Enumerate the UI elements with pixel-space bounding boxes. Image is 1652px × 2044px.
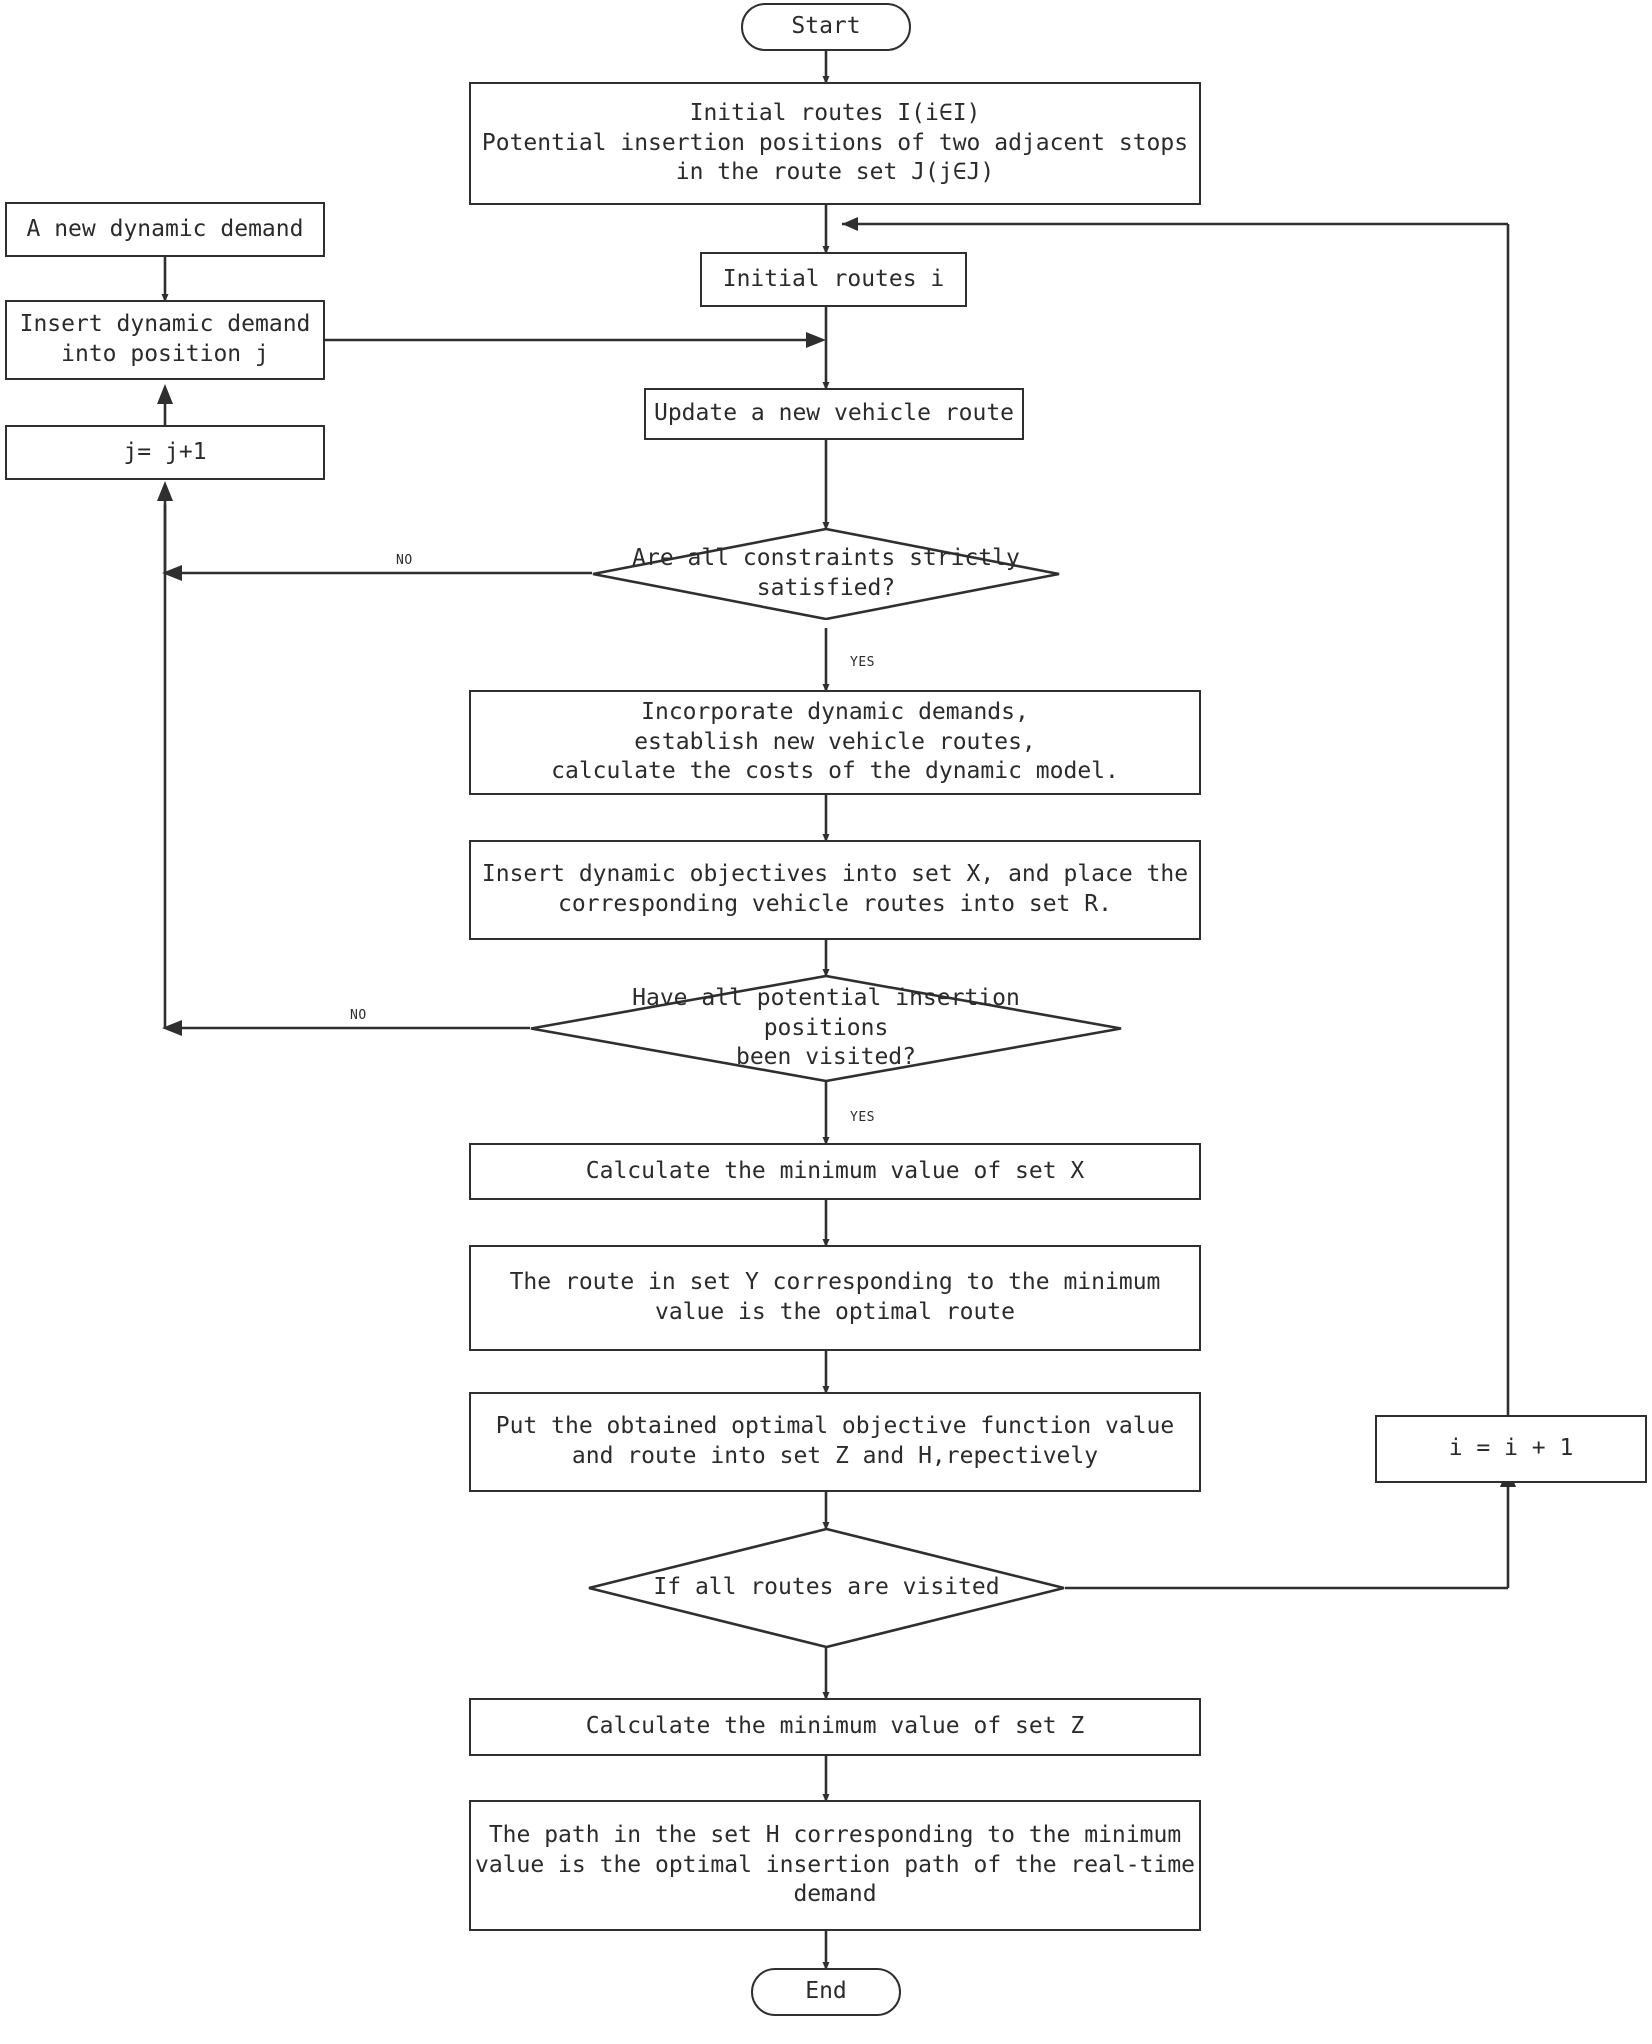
node-constraints-decision-label: Are all constraints strictly satisfied? bbox=[632, 545, 1020, 601]
node-constraints-decision[interactable]: Are all constraints strictly satisfied? bbox=[592, 528, 1060, 620]
diamond-shape bbox=[588, 1528, 1065, 1648]
node-end-label: End bbox=[805, 1978, 847, 2005]
node-insert-objectives-label: Insert dynamic objectives into set X, an… bbox=[481, 861, 1189, 917]
node-i-increment-label: i = i + 1 bbox=[1448, 1435, 1574, 1462]
edge-label-constraints-yes-text: YES bbox=[850, 655, 875, 670]
node-insert-demand-position[interactable]: Insert dynamic demand into position j bbox=[5, 300, 325, 380]
edge-label-constraints-no: NO bbox=[396, 553, 413, 568]
node-path-set-h-label: The path in the set H corresponding to t… bbox=[474, 1821, 1196, 1908]
edge-label-constraints-yes: YES bbox=[850, 655, 875, 670]
node-positions-visited-decision-label: Have all potential insertion positions b… bbox=[632, 984, 1020, 1071]
node-positions-visited-decision[interactable]: Have all potential insertion positions b… bbox=[530, 975, 1122, 1082]
node-new-dynamic-demand[interactable]: A new dynamic demand bbox=[5, 202, 325, 257]
edge-label-positions-yes-text: YES bbox=[850, 1110, 875, 1125]
edge-label-constraints-no-text: NO bbox=[396, 553, 413, 568]
node-incorporate-demands-label: Incorporate dynamic demands, establish n… bbox=[551, 698, 1119, 785]
node-insert-demand-position-label: Insert dynamic demand into position j bbox=[19, 311, 311, 367]
node-min-set-x[interactable]: Calculate the minimum value of set X bbox=[469, 1143, 1201, 1200]
node-routes-visited-decision[interactable]: If all routes are visited bbox=[588, 1528, 1065, 1648]
node-start-label: Start bbox=[791, 13, 861, 40]
node-route-set-y[interactable]: The route in set Y corresponding to the … bbox=[469, 1245, 1201, 1351]
node-new-dynamic-demand-label: A new dynamic demand bbox=[26, 215, 304, 242]
node-incorporate-demands[interactable]: Incorporate dynamic demands, establish n… bbox=[469, 690, 1201, 795]
node-put-optimal-values-label: Put the obtained optimal objective funct… bbox=[495, 1413, 1175, 1469]
node-end[interactable]: End bbox=[751, 1968, 901, 2016]
node-put-optimal-values[interactable]: Put the obtained optimal objective funct… bbox=[469, 1392, 1201, 1492]
node-update-route[interactable]: Update a new vehicle route bbox=[644, 388, 1024, 440]
node-initial-routes-i-label: Initial routes i bbox=[722, 265, 945, 292]
node-initial-routes-set[interactable]: Initial routes I(i∈I) Potential insertio… bbox=[469, 82, 1201, 205]
node-i-increment[interactable]: i = i + 1 bbox=[1375, 1415, 1647, 1483]
node-j-increment-label: j= j+1 bbox=[123, 438, 207, 465]
node-min-set-x-label: Calculate the minimum value of set X bbox=[585, 1157, 1085, 1184]
node-routes-visited-decision-label: If all routes are visited bbox=[653, 1574, 1000, 1601]
edge-label-positions-no-text: NO bbox=[350, 1008, 367, 1023]
diamond-shape bbox=[530, 975, 1122, 1082]
node-min-set-z-label: Calculate the minimum value of set Z bbox=[585, 1713, 1085, 1740]
node-path-set-h[interactable]: The path in the set H corresponding to t… bbox=[469, 1800, 1201, 1931]
edge-label-positions-no: NO bbox=[350, 1008, 367, 1023]
node-route-set-y-label: The route in set Y corresponding to the … bbox=[509, 1269, 1161, 1325]
node-start[interactable]: Start bbox=[741, 3, 911, 51]
node-update-route-label: Update a new vehicle route bbox=[653, 400, 1015, 427]
node-min-set-z[interactable]: Calculate the minimum value of set Z bbox=[469, 1698, 1201, 1756]
diamond-shape bbox=[592, 528, 1060, 620]
edge-label-positions-yes: YES bbox=[850, 1110, 875, 1125]
node-insert-objectives[interactable]: Insert dynamic objectives into set X, an… bbox=[469, 840, 1201, 940]
node-j-increment[interactable]: j= j+1 bbox=[5, 425, 325, 480]
node-initial-routes-set-label: Initial routes I(i∈I) Potential insertio… bbox=[481, 99, 1189, 186]
node-initial-routes-i[interactable]: Initial routes i bbox=[700, 252, 967, 307]
